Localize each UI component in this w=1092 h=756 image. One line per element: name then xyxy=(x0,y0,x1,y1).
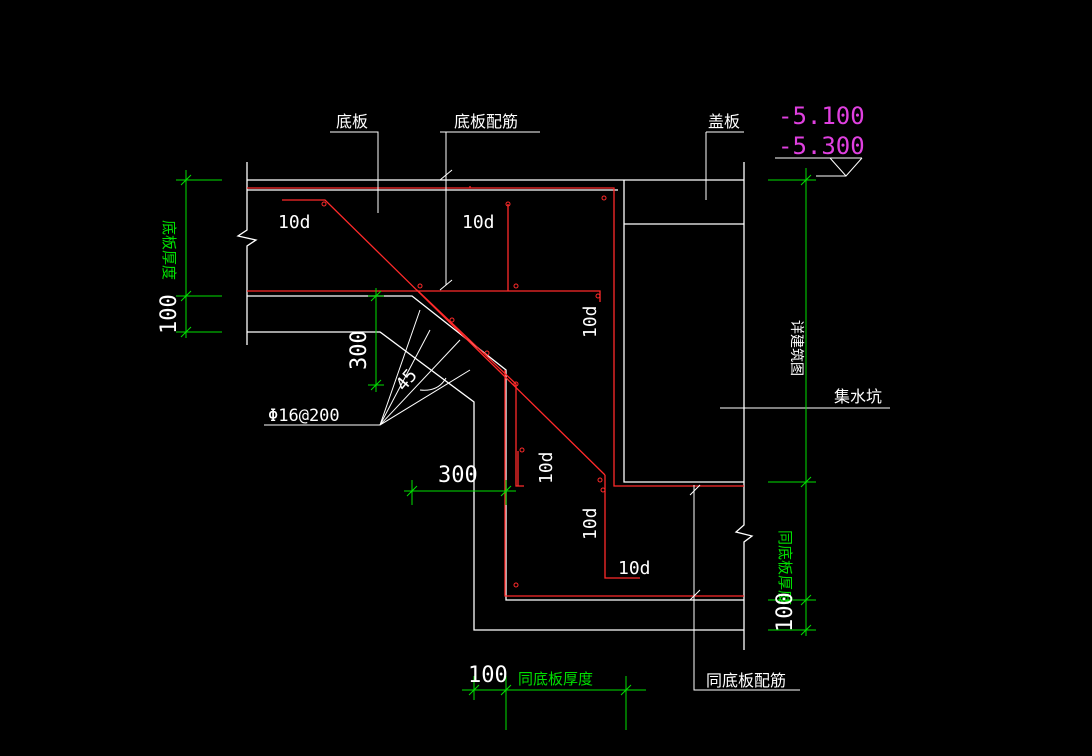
elevation-bottom: -5.300 xyxy=(778,132,865,160)
bottom-slab-rebar-label: 底板配筋 xyxy=(454,112,518,131)
slope-horizontal-value: 300 xyxy=(438,463,478,488)
rebar-spec-label: Φ16@200 xyxy=(268,406,340,426)
anchorage-label: 10d xyxy=(580,507,601,540)
anchorage-label: 10d xyxy=(536,451,557,484)
rebar-dots xyxy=(321,195,607,588)
dimension-lines xyxy=(176,168,816,730)
same-bottom-rebar-label: 同底板配筋 xyxy=(706,671,786,690)
bottom-dimension-value: 100 xyxy=(468,663,508,688)
slope-vertical-value: 300 xyxy=(347,330,372,370)
anchorage-label: 10d xyxy=(462,212,495,233)
elevation-top: -5.100 xyxy=(778,102,865,130)
cover-slab-label: 盖板 xyxy=(708,112,740,131)
bottom-thickness-label: 同底板厚度 xyxy=(518,670,593,688)
right-thickness-label: 同底板厚度 xyxy=(776,530,794,605)
angle-label: 45 xyxy=(392,365,422,395)
structure-outline xyxy=(236,162,754,650)
see-architecture-label: 详建筑图 xyxy=(788,320,804,376)
right-dimension-value: 100 xyxy=(773,592,798,632)
rebar-lines xyxy=(247,186,744,597)
left-thickness-label: 底板厚度 xyxy=(160,220,178,280)
angle-arc xyxy=(419,377,447,391)
anchorage-label: 10d xyxy=(278,212,311,233)
elevation-marker xyxy=(775,157,863,177)
anchorage-label: 10d xyxy=(618,558,651,579)
anchorage-label: 10d xyxy=(580,305,601,338)
bottom-slab-label: 底板 xyxy=(336,112,368,131)
left-dimension-value: 100 xyxy=(157,294,182,334)
sump-pit-label: 集水坑 xyxy=(834,387,882,406)
leader-lines xyxy=(264,131,890,691)
